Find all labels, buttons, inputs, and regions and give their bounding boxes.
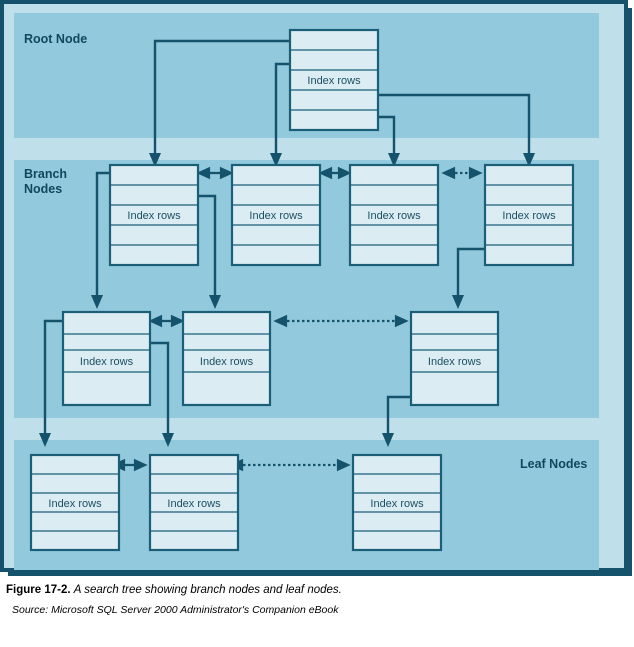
arrowhead-leaf-3 [382,433,394,447]
band-label-root: Root Node [24,32,87,46]
node-branch-node-4[interactable]: Index rows [483,163,575,267]
node-body [288,28,380,132]
node-index-rows-label: Index rows [167,498,221,510]
figure-caption-text: A search tree showing branch nodes and l… [73,584,342,596]
sibling-branch-2-3 [318,166,352,180]
node-index-rows-label: Index rows [502,210,556,222]
sibling-branch-3-4 [441,166,483,180]
node-body [230,163,322,267]
node-index-rows-label: Index rows [249,210,303,222]
node-branch-node-1[interactable]: Index rows [108,163,200,267]
node-body [348,163,440,267]
node-body [483,163,575,267]
arrowhead-leaf-2 [162,433,174,447]
band-label-branch: Branch Nodes [24,167,71,196]
sibling-branch-1-2 [196,166,234,180]
band-label-leaf: Leaf Nodes [520,457,587,471]
arrowhead-leaf-1 [39,433,51,447]
pointer-mid1-to-leaf2 [150,341,170,438]
pointer-branch1-to-mid2 [198,194,217,300]
pointer-mid1-to-leaf1 [43,319,63,438]
node-index-rows-label: Index rows [80,356,134,368]
node-leaf-node-3[interactable]: Index rows [351,453,443,552]
pointer-root-to-branch-2 [274,62,290,158]
figure-caption-block: Figure 17-2. A search tree showing branc… [0,582,634,618]
node-body [29,453,121,552]
node-body [148,453,240,552]
figure-caption: Figure 17-2. A search tree showing branc… [0,582,634,598]
node-index-rows-label: Index rows [428,356,482,368]
pointer-branch4-to-mid3 [456,247,485,300]
node-index-rows-label: Index rows [367,210,421,222]
arrowhead-mid-3 [452,295,464,309]
arrowhead-branch-1 [149,153,161,167]
node-body [409,310,500,407]
node-body [181,310,272,407]
arrowhead-branch-2 [270,153,282,167]
node-body [108,163,200,267]
pointer-mid3-to-leaf3 [386,395,411,438]
figure-number: Figure 17-2. [6,584,71,596]
arrowhead-branch-4 [523,153,535,167]
node-index-rows-label: Index rows [127,210,181,222]
pointer-root-to-branch-1 [153,39,290,158]
node-mid-node-3[interactable]: Index rows [409,310,500,407]
node-index-rows-label: Index rows [48,498,102,510]
arrowhead-mid-1 [91,295,103,309]
arrowhead-branch-3 [388,153,400,167]
node-body [61,310,152,407]
arrowhead-mid-2 [209,295,221,309]
sibling-mid-2-3 [273,314,409,328]
node-index-rows-label: Index rows [200,356,254,368]
node-leaf-node-1[interactable]: Index rows [29,453,121,552]
pointer-lines [43,39,531,438]
figure-source: Source: Microsoft SQL Server 2000 Admini… [12,604,339,616]
node-mid-node-1[interactable]: Index rows [61,310,152,407]
node-index-rows-label: Index rows [307,75,361,87]
node-branch-node-3[interactable]: Index rows [348,163,440,267]
node-root-node-1[interactable]: Index rows [288,28,380,132]
node-leaf-node-2[interactable]: Index rows [148,453,240,552]
node-mid-node-2[interactable]: Index rows [181,310,272,407]
pointer-root-to-branch-3 [378,115,396,158]
node-body [351,453,443,552]
pointer-arrowheads [39,153,535,447]
search-tree-diagram: Root Node Branch Nodes Leaf Nodes [0,0,634,578]
band-label-branch-line1: Branch [24,167,67,181]
sibling-mid-1-2 [148,314,185,328]
pointer-root-to-branch-4 [378,93,531,158]
node-index-rows-label: Index rows [370,498,424,510]
pointer-branch1-to-mid1 [95,171,110,300]
node-branch-node-2[interactable]: Index rows [230,163,322,267]
band-label-branch-line2: Nodes [24,182,62,196]
